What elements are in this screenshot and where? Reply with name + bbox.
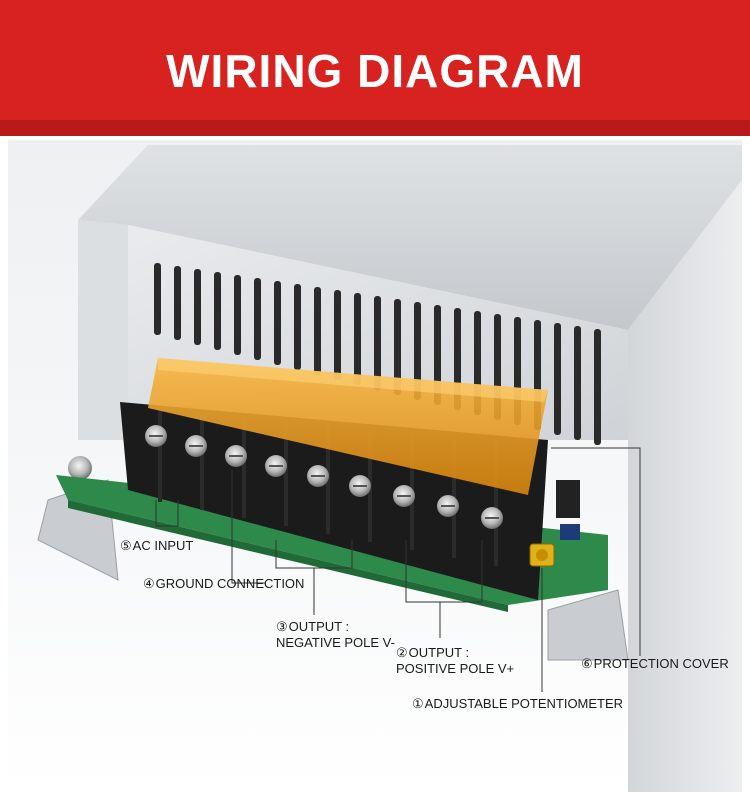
case-side [628, 180, 742, 792]
power-supply-photo: ⑤AC INPUT ④GROUND CONNECTION ③OUTPUT : N… [8, 140, 742, 792]
label-protection-cover: ⑥PROTECTION COVER [581, 656, 729, 671]
label-adjustable-potentiometer: ①ADJUSTABLE POTENTIOMETER [412, 696, 624, 711]
label-ground-connection: ④GROUND CONNECTION [143, 576, 305, 591]
header-banner: WIRING DIAGRAM [0, 0, 750, 136]
case-left-edge [78, 220, 128, 440]
power-supply-illustration [37, 145, 742, 792]
leader-lines [155, 447, 641, 692]
label-output-positive: ②OUTPUT : POSITIVE POLE V+ [396, 645, 515, 676]
terminal-screws [145, 425, 503, 529]
case-top [78, 145, 742, 330]
label-ac-input: ⑤AC INPUT [120, 538, 194, 553]
page-title: WIRING DIAGRAM [166, 45, 584, 97]
label-output-negative: ③OUTPUT : NEGATIVE POLE V- [276, 619, 395, 650]
mounting-bracket-right [547, 589, 629, 661]
header-banner-strip [0, 120, 750, 136]
